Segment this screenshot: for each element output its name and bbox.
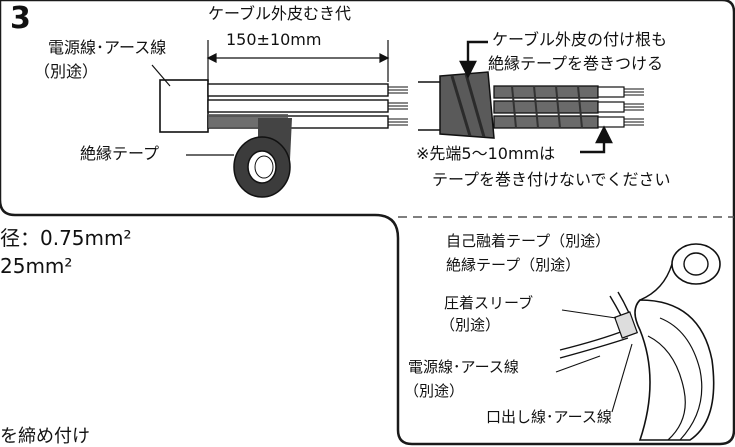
- splice-illustration: [559, 243, 721, 441]
- cable-left: [159, 79, 408, 133]
- tip-arrow: [580, 125, 613, 154]
- sleeve-label-line1: 圧着スリーブ: [444, 294, 534, 312]
- tip-note-line1: ※先端5～10mmは: [416, 144, 556, 163]
- cable-label-line1: 電源線･アース線: [48, 38, 167, 57]
- truncated-text: を締め付け: [0, 426, 90, 447]
- strip-length-value: 150±10mm: [226, 30, 322, 49]
- tape-label: 絶縁テープ: [80, 144, 160, 163]
- spec-line2: 25mm²: [0, 254, 73, 278]
- insulating-tape-label: 絶縁テープ（別途）: [446, 256, 581, 274]
- base-note-line1: ケーブル外皮の付け根も: [492, 30, 668, 49]
- strip-dimension: [206, 40, 390, 82]
- sleeve-label-line2: （別途）: [440, 316, 501, 334]
- supply-label-line1: 電源線･アース線: [408, 358, 519, 376]
- cable-label-line2: （別途）: [34, 62, 99, 81]
- spec-line1: 径：0.75mm²: [0, 226, 132, 250]
- supply-label-line2: （別途）: [404, 382, 465, 400]
- tape-roll-left: [233, 118, 292, 198]
- base-note-line2: 絶縁テープを巻きつける: [488, 54, 664, 73]
- base-arrow: [459, 40, 488, 79]
- tip-note-line2: テープを巻き付けないでください: [432, 170, 671, 189]
- lead-wire-label: 口出し線･アース線: [486, 408, 612, 426]
- strip-length-label: ケーブル外皮むき代: [208, 4, 352, 23]
- self-fusing-tape-label: 自己融着テープ（別途）: [446, 232, 611, 250]
- step-number: 3: [10, 1, 31, 36]
- cable-right: [418, 71, 644, 139]
